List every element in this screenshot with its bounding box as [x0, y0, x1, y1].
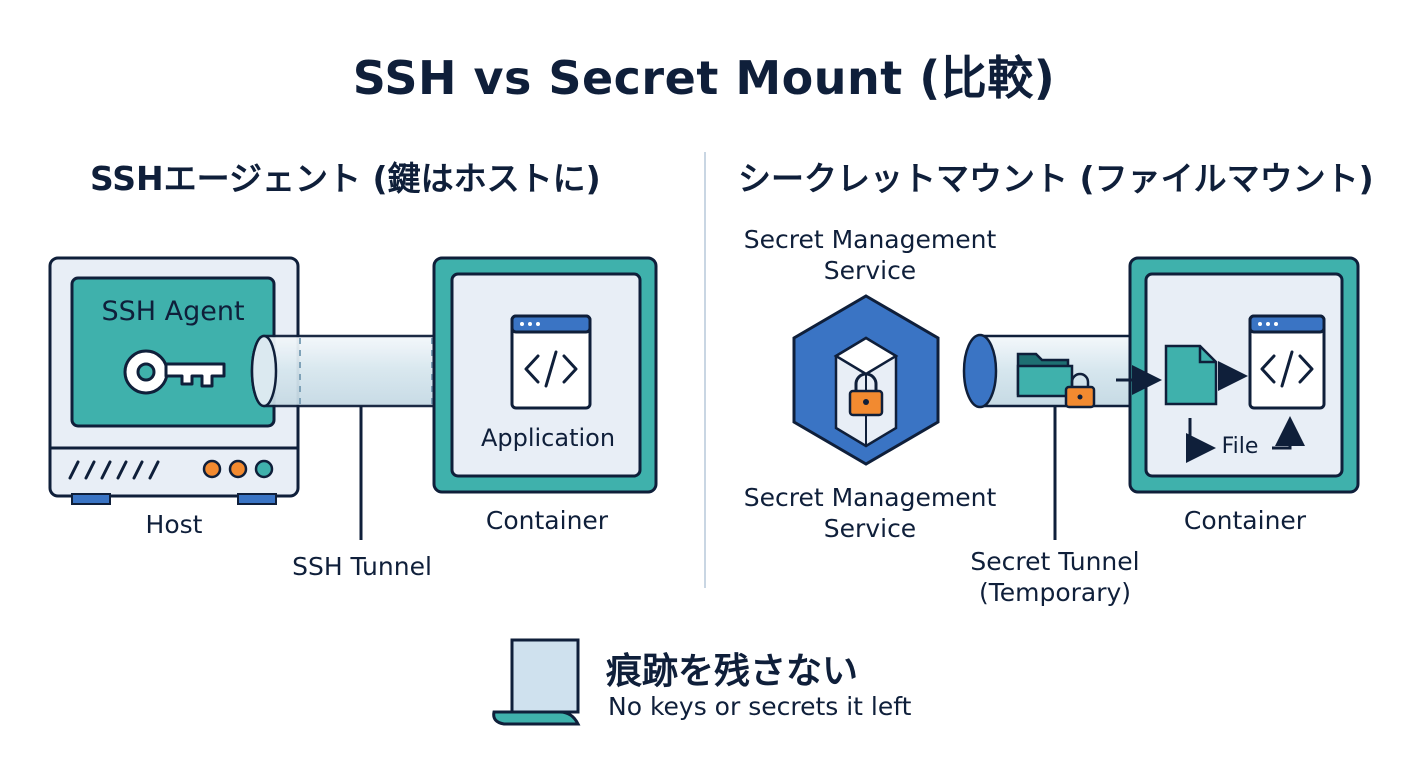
vent-slots [68, 460, 160, 480]
service-label-bottom: Secret Management Service [743, 483, 997, 543]
status-light-2 [228, 459, 248, 479]
ssh-tunnel-label: SSH Tunnel [292, 552, 432, 581]
file-flow-arrow-in [1186, 418, 1216, 463]
left-container-label: Container [485, 506, 609, 535]
application-window-icon [510, 314, 592, 410]
host-label: Host [145, 510, 203, 539]
application-label: Application [480, 424, 616, 452]
diagram-title: SSH vs Secret Mount (比較) [352, 51, 1056, 105]
left-heading: SSHエージェント (鍵はホストに) [90, 159, 601, 198]
file-label: File [1221, 434, 1259, 459]
right-application-window-icon [1248, 314, 1326, 410]
ssh-agent-label: SSH Agent [101, 296, 245, 327]
footer-title: 痕跡を残さない [606, 651, 859, 692]
status-light-3 [254, 459, 274, 479]
scroll-icon [492, 638, 581, 726]
secret-vault-icon [792, 294, 940, 466]
host-machine [48, 256, 300, 505]
section-divider [704, 152, 706, 588]
key-icon [123, 349, 226, 395]
padlock-icon [848, 372, 884, 417]
right-heading: シークレットマウント (ファイルマウント) [738, 159, 1374, 198]
folder-icon [1016, 352, 1074, 398]
file-icon [1164, 344, 1218, 406]
right-container-label: Container [1183, 506, 1307, 535]
secret-tunnel-label: Secret Tunnel (Temporary) [970, 547, 1140, 607]
footer-subtitle: No keys or secrets it left [608, 692, 912, 721]
folder-lock-icon [1064, 372, 1096, 409]
file-flow-arrow-out [1272, 416, 1305, 450]
status-light-1 [202, 459, 222, 479]
service-label-top: Secret Management Service [743, 225, 997, 285]
